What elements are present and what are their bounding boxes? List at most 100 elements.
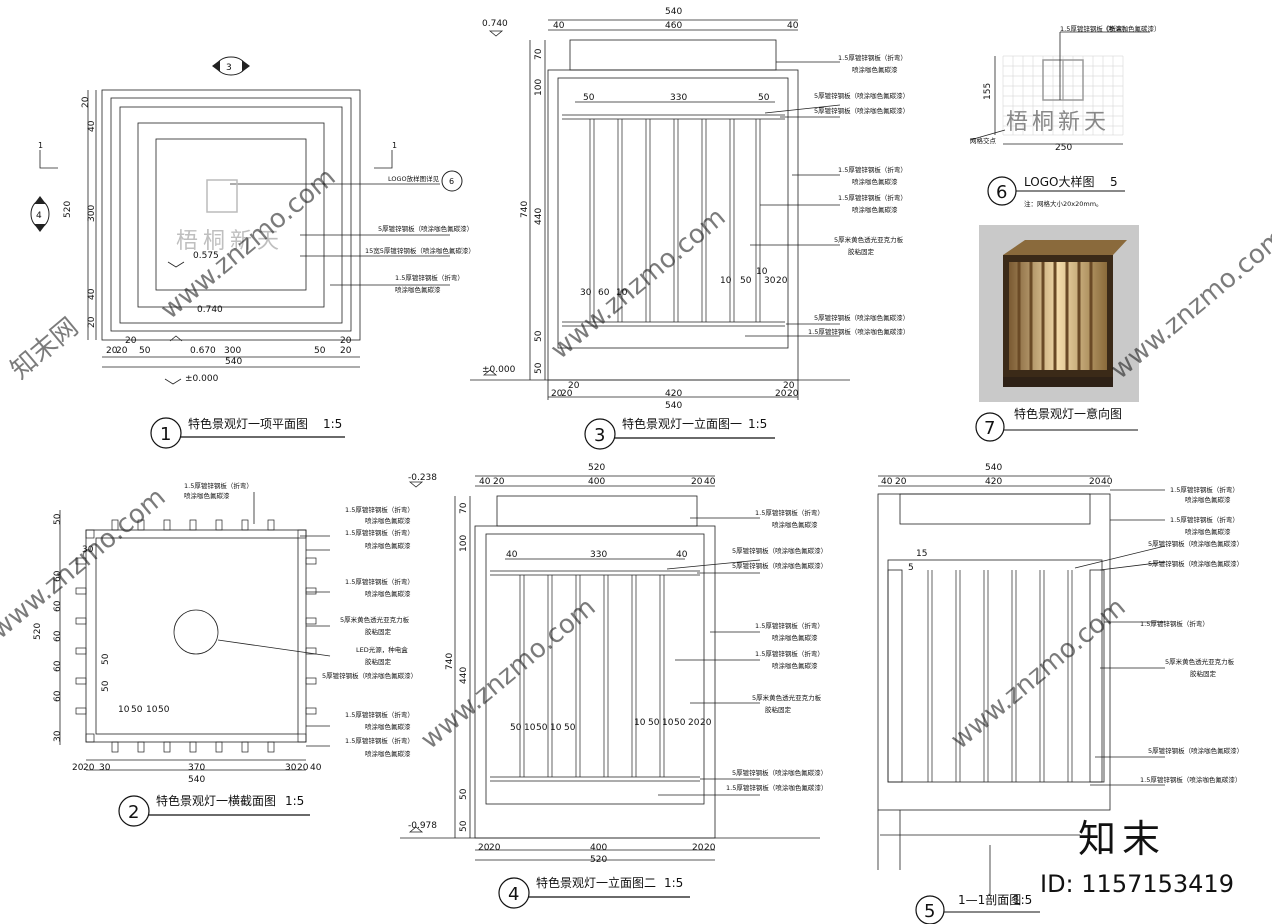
svg-text:特色景观灯一横截面图: 特色景观灯一横截面图 [156,793,276,808]
svg-text:-0.238: -0.238 [408,473,437,483]
svg-text:1.5厚镀锌钢板（折弯）: 1.5厚镀锌钢板（折弯） [1170,515,1239,524]
svg-text:30: 30 [764,276,776,286]
svg-text:20: 20 [87,316,97,328]
svg-text:50: 50 [536,723,548,733]
svg-text:250: 250 [1055,143,1072,153]
svg-text:20: 20 [489,843,501,853]
svg-text:1.5厚镀锌钢板（喷涂咖色氟碳漆）: 1.5厚镀锌钢板（喷涂咖色氟碳漆） [726,783,827,792]
svg-text:3: 3 [226,63,232,73]
svg-text:1.5厚镀锌钢板（折弯）: 1.5厚镀锌钢板（折弯） [184,481,253,490]
svg-text:30: 30 [285,763,297,773]
svg-text:1: 1 [38,141,43,150]
svg-text:1:5: 1:5 [748,417,767,431]
view-5-dimensions: 540 40 20 420 20 40 15 5 [881,463,1113,573]
svg-text:喷涂咖色氟碳漆: 喷涂咖色氟碳漆 [184,491,230,500]
svg-text:喷涂咖色氟碳漆: 喷涂咖色氟碳漆 [365,541,411,550]
svg-text:1:5: 1:5 [664,876,683,890]
svg-text:0.740: 0.740 [197,305,223,315]
svg-text:10: 10 [524,723,536,733]
svg-text:0.740: 0.740 [482,19,508,29]
svg-text:50: 50 [158,705,170,715]
svg-text:20: 20 [692,843,704,853]
svg-text:-0.978: -0.978 [408,821,437,831]
svg-text:50: 50 [459,788,469,800]
svg-text:60: 60 [598,288,610,298]
svg-text:10: 10 [720,276,732,286]
svg-text:喷涂咖色氟碳漆: 喷涂咖色氟碳漆 [852,177,898,186]
svg-text:60: 60 [53,570,63,582]
svg-text:5厚镀锌钢板（喷涂咖色氟碳漆）: 5厚镀锌钢板（喷涂咖色氟碳漆） [732,561,827,570]
svg-text:50: 50 [101,653,111,665]
svg-text:（喷涂咖色氟碳漆）: （喷涂咖色氟碳漆） [1102,24,1161,33]
svg-text:1.5厚镀锌钢板（折弯）: 1.5厚镀锌钢板（折弯） [345,528,414,537]
svg-text:60: 60 [53,660,63,672]
view-1-logo: 梧桐新天 [176,179,279,254]
svg-text:520: 520 [590,855,607,865]
svg-text:30: 30 [99,763,111,773]
svg-text:5: 5 [1110,175,1118,189]
svg-text:4: 4 [36,211,42,221]
svg-text:1.5厚镀锌钢板（折弯）: 1.5厚镀锌钢板（折弯） [838,53,907,62]
svg-text:喷涂咖色氟碳漆: 喷涂咖色氟碳漆 [1185,527,1231,536]
svg-text:20: 20 [568,381,580,391]
svg-text:20: 20 [551,389,563,399]
svg-text:知末网: 知末网 [5,312,84,385]
svg-text:520: 520 [33,623,43,640]
svg-text:50: 50 [534,362,544,374]
svg-text:网格交点: 网格交点 [970,136,997,145]
view-4-title: 4 特色景观灯一立面图二 1:5 [498,875,690,909]
svg-text:5厚镀锌钢板（喷涂咖色氟碳漆）: 5厚镀锌钢板（喷涂咖色氟碳漆） [1148,559,1243,568]
view-1-top-plan [39,89,450,385]
svg-text:1.5厚镀锌钢板（折弯）: 1.5厚镀锌钢板（折弯） [1060,24,1129,33]
svg-text:±0.000: ±0.000 [185,374,219,384]
svg-text:5厚米黄色透光亚克力板: 5厚米黄色透光亚克力板 [1165,657,1235,666]
svg-text:20: 20 [783,381,795,391]
svg-text:50: 50 [740,276,752,286]
svg-text:50: 50 [459,820,469,832]
svg-text:1.5厚镀锌钢板（折弯）: 1.5厚镀锌钢板（折弯） [755,649,824,658]
svg-text:喷涂咖色氟碳漆: 喷涂咖色氟碳漆 [395,285,441,294]
svg-text:喷涂咖色氟碳漆: 喷涂咖色氟碳漆 [365,722,411,731]
logo-ref-note: LOGO放样图详见 [388,174,440,183]
svg-text:50: 50 [674,718,686,728]
view-1-title: 1 特色景观灯一项平面图 1:5 [150,416,345,449]
svg-text:100: 100 [534,79,544,96]
svg-text:胶粘固定: 胶粘固定 [365,657,392,666]
svg-text:特色景观灯一项平面图: 特色景观灯一项平面图 [188,416,308,431]
view-7-render: 7 特色景观灯一意向图 [975,225,1139,442]
svg-text:注：网格大小20x20mm。: 注：网格大小20x20mm。 [1024,199,1103,208]
svg-text:www.znzmo.com: www.znzmo.com [545,202,731,365]
svg-text:20: 20 [691,477,703,487]
svg-text:50: 50 [131,705,143,715]
svg-text:540: 540 [985,463,1002,473]
svg-text:540: 540 [665,7,682,17]
svg-text:30: 30 [580,288,592,298]
svg-text:20: 20 [83,763,95,773]
view-6-logo-detail: 梧桐新天 1.5厚镀锌钢板（折弯） （喷涂咖色氟碳漆） 网格交点 250 155… [969,24,1161,208]
svg-text:420: 420 [665,389,682,399]
svg-text:1.5厚镀锌钢板（折弯）: 1.5厚镀锌钢板（折弯） [345,577,414,586]
svg-text:0.670: 0.670 [190,346,216,356]
svg-text:420: 420 [985,477,1002,487]
view-1-notes: 5厚镀锌钢板（喷涂咖色氟碳漆） 15宽5厚镀锌钢板（喷涂咖色氟碳漆） 1.5厚镀… [365,224,475,294]
svg-text:40: 40 [479,477,491,487]
svg-text:20: 20 [561,389,573,399]
svg-text:20: 20 [700,718,712,728]
svg-text:5: 5 [908,563,914,573]
svg-text:15宽5厚镀锌钢板（喷涂咖色氟碳漆）: 15宽5厚镀锌钢板（喷涂咖色氟碳漆） [365,246,475,255]
view-5-title: 5 1—1剖面图 1:5 [915,893,1040,924]
svg-text:20: 20 [116,346,128,356]
svg-text:520: 520 [63,201,73,218]
svg-text:胶粘固定: 胶粘固定 [765,705,792,714]
elev1-slats [589,119,761,322]
svg-text:1.5厚镀锌钢板（折弯）: 1.5厚镀锌钢板（折弯） [1140,619,1209,628]
view-4-dimensions: -0.238 -0.978 520 40 20 400 20 40 40 330… [408,463,716,865]
svg-text:370: 370 [188,763,205,773]
svg-text:30: 30 [82,545,94,555]
svg-text:40: 40 [87,288,97,300]
svg-text:20: 20 [1089,477,1101,487]
svg-text:1: 1 [392,141,397,150]
svg-text:5厚米黄色透光亚克力板: 5厚米黄色透光亚克力板 [834,235,904,244]
svg-text:7: 7 [984,418,995,439]
svg-text:740: 740 [445,653,455,670]
